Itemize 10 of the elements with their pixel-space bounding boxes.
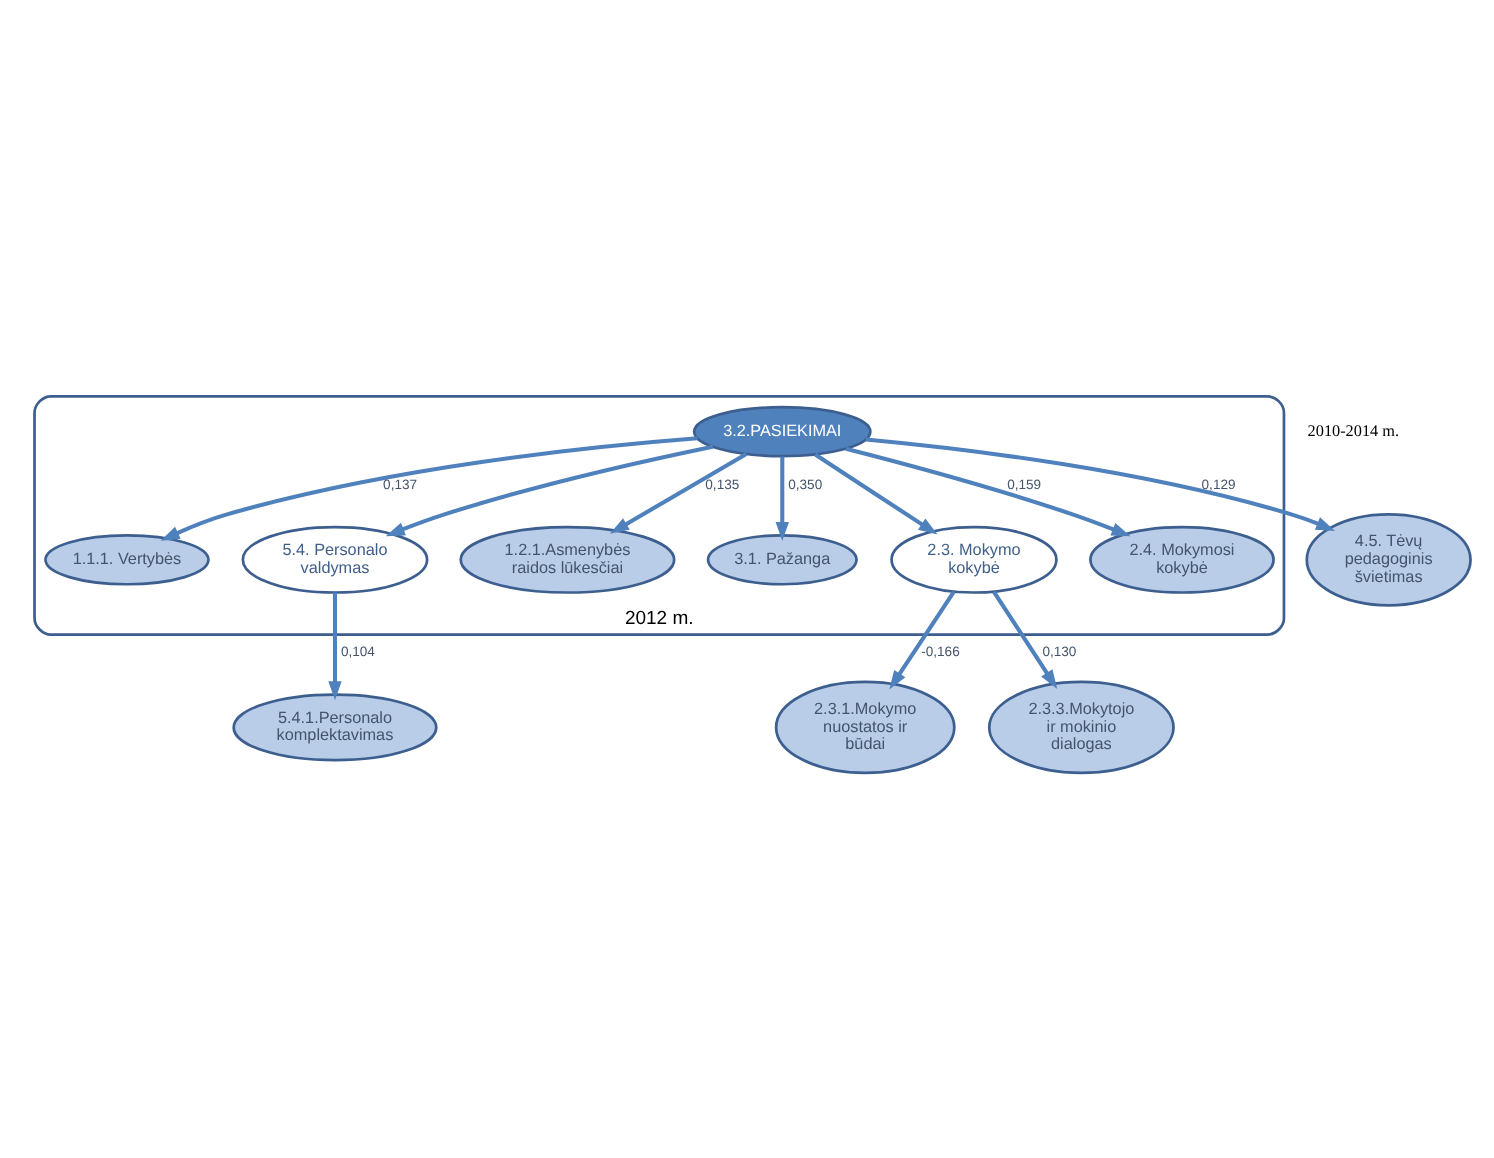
arrow	[889, 590, 956, 690]
arrow	[992, 590, 1058, 689]
arrow	[160, 436, 698, 541]
arrow	[814, 452, 938, 535]
arrow	[328, 592, 342, 701]
arrow	[865, 437, 1336, 531]
arrow	[845, 446, 1131, 537]
arrow	[775, 456, 789, 542]
arrow	[385, 444, 714, 537]
arrow	[609, 452, 748, 534]
